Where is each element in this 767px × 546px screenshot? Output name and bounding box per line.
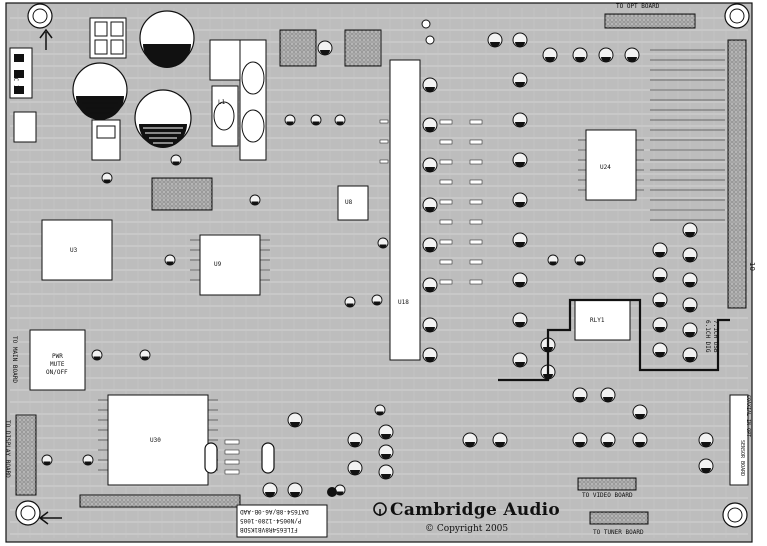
ic-u9 [199,234,261,296]
u9-label: U9 [214,261,222,268]
mounting-hole-icon [722,502,748,528]
main-board-label: TO MAIN BOARD [11,336,18,383]
large-capacitor [139,10,195,68]
large-capacitor [134,89,192,148]
ic-u18 [389,59,421,361]
pad-post [327,487,337,497]
mounting-hole-icon [15,500,41,526]
video-board-connector [577,477,637,491]
pcb-id-line1: DAT654-8B/A6-0B-AAD [240,508,309,515]
mute-label: MUTE [50,361,65,368]
l1-label: L1 [218,99,226,106]
ic-small [337,185,369,221]
ic-right-lower [574,299,631,341]
u18-label: U18 [398,299,409,306]
edge-header [727,39,747,309]
ic-left [41,219,113,281]
coaxial-label: COAXIAL IN OPT [745,395,751,438]
main-board-connector [29,329,86,391]
relay-label: RLY1 [590,317,605,324]
signal-trace [520,298,730,382]
arrow-left-icon [38,511,62,525]
dig-label: 6.1CH DIG [704,320,711,353]
ic-u24 [585,129,637,201]
opt-board-label: TO OPT BOARD [616,3,660,10]
mounting-hole-icon [27,3,53,29]
page-number: 10 [748,262,756,271]
tuner-board-connector [589,511,649,525]
copyright-text: © Copyright 2005 [425,524,509,534]
large-capacitor [72,62,128,120]
u3-label: U3 [70,247,78,254]
u24-label: U24 [600,164,611,171]
power-label: ON/OFF [46,369,68,376]
mounting-hole-icon [724,3,750,29]
brand-name: Cambridge Audio [390,500,561,520]
usb-label: 7.1CH USB [712,320,719,353]
pwr-label: PWR [52,353,63,360]
ic-mcu [107,394,209,486]
tuner-board-label: TO TUNER BOARD [593,529,644,536]
display-board-connector [15,414,37,496]
video-board-label: TO VIDEO BOARD [582,492,633,499]
sensor-label: SENSOR BOARD [739,440,745,477]
u8-label: U8 [345,199,353,206]
pcb-id-line3: FILE654R8VB1K5DB [240,526,298,533]
display-board-label: TO DISPLAY BOARD [4,420,11,478]
opt-board-connector [604,13,696,29]
arrow-up-icon [39,28,53,50]
ac-in-label: AC IN [12,74,19,93]
u30-label: U30 [150,437,161,444]
pcb-id-box [236,504,328,538]
cambridge-audio-logo-icon [373,502,387,516]
pcb-id-line2: P/N0054-1280-1005 [240,517,302,524]
